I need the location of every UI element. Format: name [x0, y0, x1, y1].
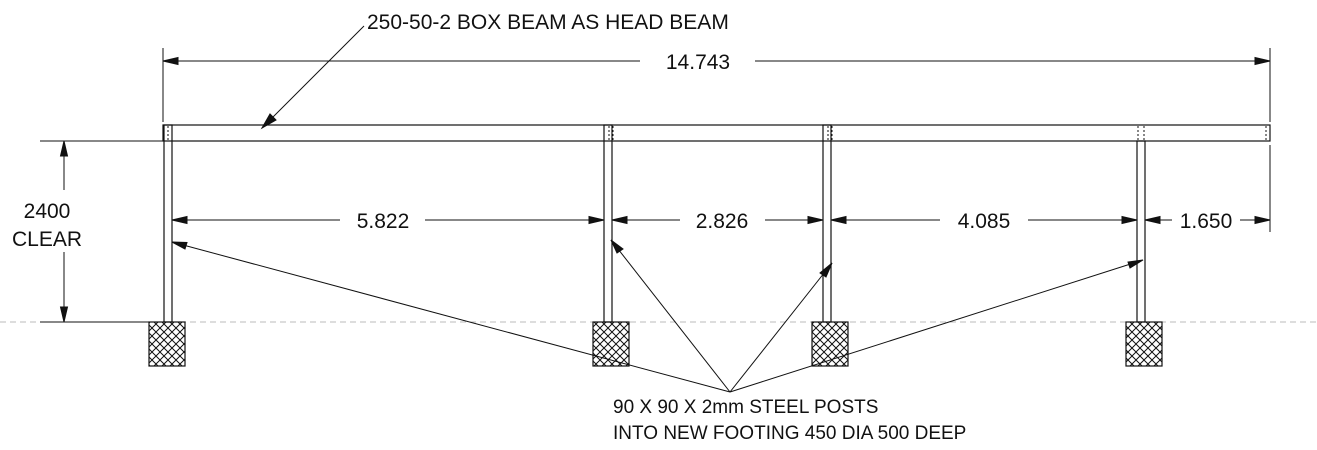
steel-post-3 [822, 124, 832, 323]
beam-callout-label: 250-50-2 BOX BEAM AS HEAD BEAM [367, 11, 729, 34]
beam-joint-markers [167, 126, 1267, 140]
height-dimension [40, 140, 163, 323]
steel-post-4 [1136, 140, 1146, 323]
height-dimension-note: CLEAR [12, 228, 82, 251]
footing-1 [148, 321, 186, 367]
head-beam [162, 124, 1271, 142]
footing-4 [1125, 321, 1163, 367]
footing-2 [592, 321, 630, 367]
beam-callout-leader [260, 25, 365, 130]
overall-dimension-label: 14.743 [666, 51, 730, 74]
post-callout-line-1: 90 X 90 X 2mm STEEL POSTS [613, 397, 878, 418]
overall-dimension [162, 48, 1271, 122]
footings [148, 321, 1163, 367]
height-dimension-value: 2400 [24, 200, 71, 223]
span-dimension-2: 2.826 [696, 210, 749, 233]
span-dimension-3: 4.085 [958, 210, 1011, 233]
post-callout-line-2: INTO NEW FOOTING 450 DIA 500 DEEP [613, 423, 966, 444]
span-dimension-4: 1.650 [1180, 210, 1233, 233]
post-callout-leaders [171, 239, 1144, 393]
span-dimension-lines [171, 145, 1271, 232]
steel-post-1 [163, 124, 173, 323]
footing-3 [811, 321, 849, 367]
steel-post-2 [603, 124, 613, 323]
span-dimension-1: 5.822 [357, 210, 410, 233]
